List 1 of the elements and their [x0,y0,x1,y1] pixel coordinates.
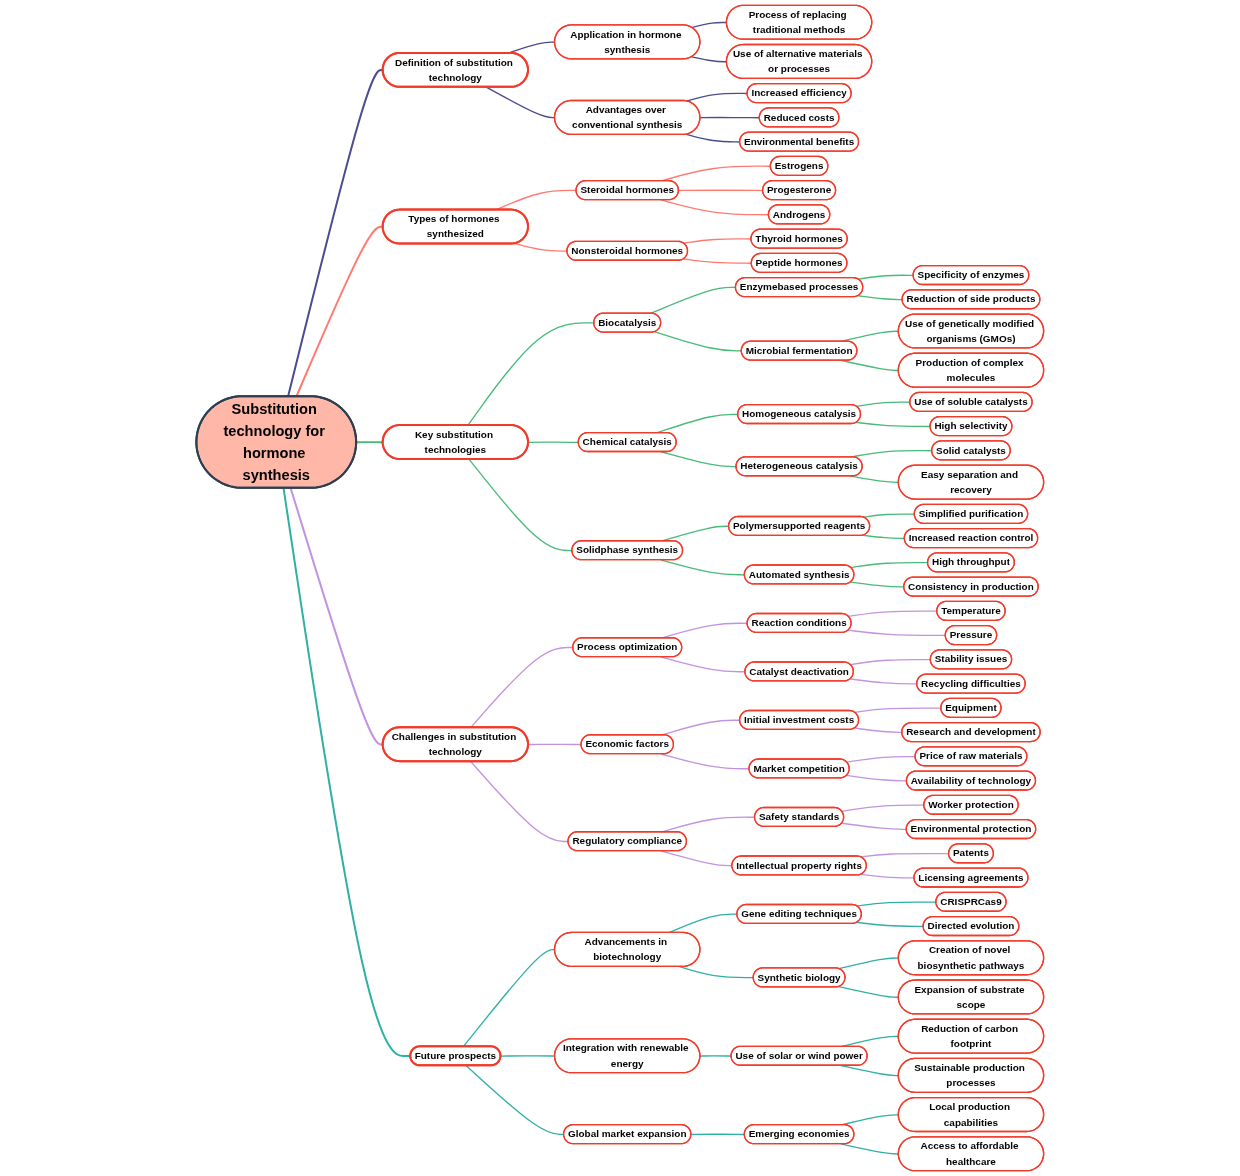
connector [660,451,737,468]
